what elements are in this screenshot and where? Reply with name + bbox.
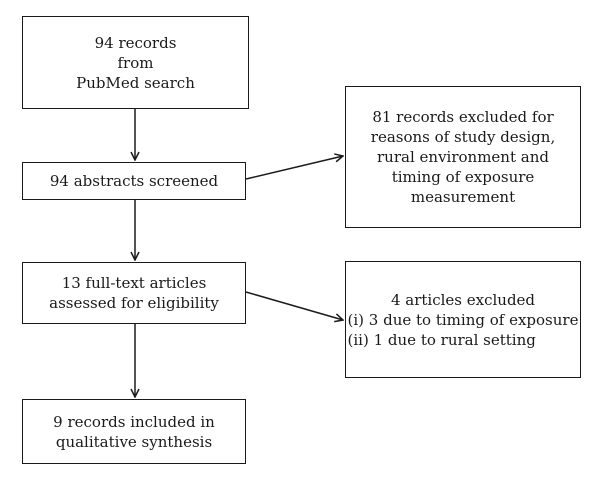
arrow-screened-to-excluded: [245, 156, 343, 180]
fulltext-excluded-heading: 4 articles excluded: [390, 290, 536, 309]
exclusion-reason-rural: (ii) 1 due to rural setting: [347, 330, 536, 349]
fulltext-excluded-box: 4 articles excluded (i) 3 due to timing …: [345, 261, 581, 378]
abstracts-screened-text: 94 abstracts screened: [49, 172, 219, 190]
fulltext-assessed-box: 13 full-text articles assessed for eligi…: [22, 262, 246, 324]
abstracts-screened-box: 94 abstracts screened: [22, 162, 246, 200]
abstracts-excluded-text: 81 records excluded for reasons of study…: [370, 108, 556, 206]
fulltext-assessed-text: 13 full-text articles assessed for eligi…: [49, 274, 219, 312]
exclusion-reason-timing: (i) 3 due to timing of exposure: [347, 310, 579, 329]
arrow-fulltext-to-excluded: [245, 291, 343, 320]
records-included-box: 9 records included in qualitative synthe…: [22, 399, 246, 464]
records-identified-text: 94 records from PubMed search: [76, 33, 195, 92]
abstracts-excluded-box: 81 records excluded for reasons of study…: [345, 86, 581, 228]
records-included-text: 9 records included in qualitative synthe…: [53, 412, 215, 451]
records-identified-box: 94 records from PubMed search: [22, 16, 249, 109]
